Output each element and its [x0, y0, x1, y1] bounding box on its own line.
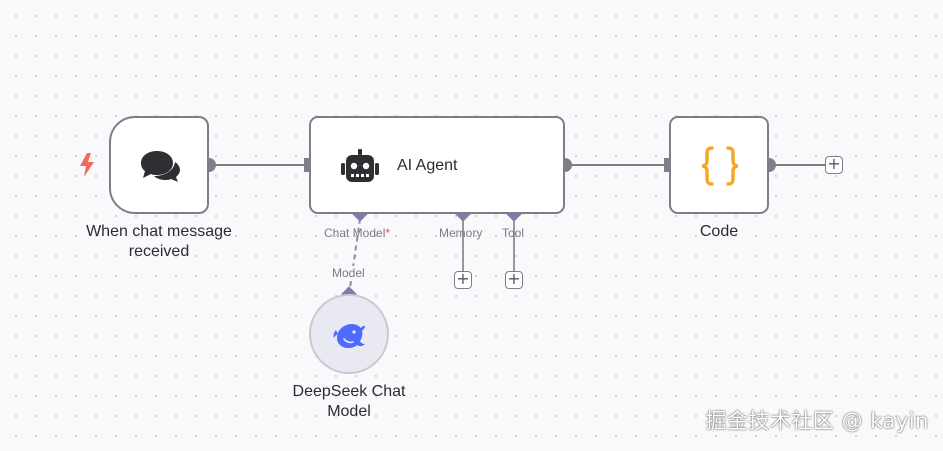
code-node[interactable] — [669, 116, 769, 214]
curly-braces-icon — [701, 146, 739, 186]
memory-port-label: Memory — [439, 226, 483, 240]
trigger-label-line2: received — [128, 243, 190, 260]
lightning-bolt-icon — [80, 153, 94, 177]
add-memory-button[interactable]: + — [454, 271, 472, 289]
chat-bubbles-icon — [141, 151, 180, 182]
model-node-label: DeepSeek Chat Model — [259, 382, 439, 422]
trigger-label-line1: When chat message — [86, 223, 232, 240]
required-marker: * — [385, 226, 391, 240]
trigger-node-label: When chat message received — [69, 222, 249, 262]
model-connector-label: Model — [331, 266, 366, 280]
deepseek-whale-icon — [333, 324, 365, 348]
chat-model-port-text: Chat Model — [324, 226, 386, 240]
robot-icon — [341, 149, 379, 182]
model-label-line2: Model — [327, 403, 371, 420]
ai-agent-node[interactable] — [309, 116, 565, 214]
model-label-line1: DeepSeek Chat — [292, 383, 406, 400]
code-node-label: Code — [699, 223, 739, 240]
watermark-text: 掘金技术社区 @ kayin — [705, 409, 929, 433]
chat-trigger-node[interactable] — [109, 116, 209, 214]
ai-agent-title: AI Agent — [397, 157, 458, 174]
chat-model-port-label: Chat Model* — [324, 226, 390, 240]
add-node-button[interactable]: + — [825, 156, 843, 174]
add-tool-button[interactable]: + — [505, 271, 523, 289]
tool-port-label: Tool — [502, 226, 525, 240]
connection-model-to-agent[interactable] — [348, 218, 361, 296]
agent-input-handle[interactable] — [304, 158, 310, 172]
deepseek-chat-model-node[interactable] — [309, 294, 389, 374]
code-input-handle[interactable] — [664, 158, 670, 172]
